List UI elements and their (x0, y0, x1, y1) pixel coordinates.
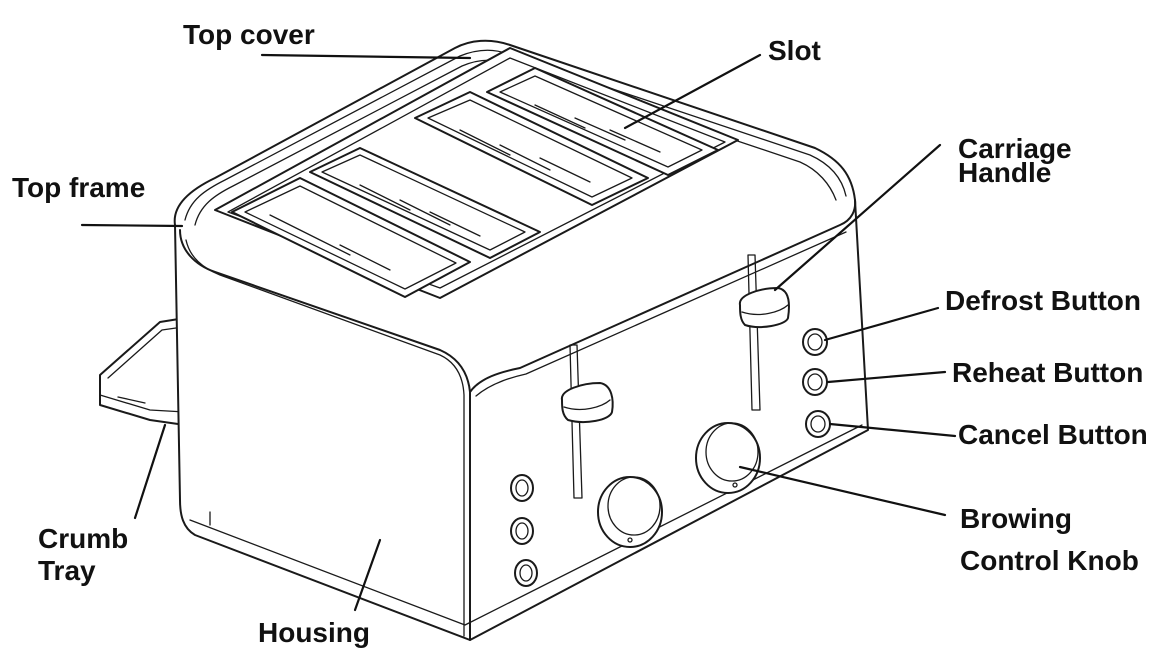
leader-reheat (826, 370, 947, 384)
label-top-cover: Top cover (183, 19, 315, 50)
leader-carriage-handle (773, 143, 942, 292)
carriage-handle-left (560, 344, 614, 499)
leader-browning-knob (738, 465, 947, 517)
label-reheat-button: Reheat Button (952, 357, 1143, 388)
label-browing: Browing (960, 503, 1072, 534)
label-slot: Slot (768, 35, 821, 66)
leader-housing (353, 538, 382, 612)
leader-lines (80, 53, 957, 612)
label-cancel-button: Cancel Button (958, 419, 1148, 450)
label-top-frame: Top frame (12, 172, 145, 203)
leader-top-cover (260, 53, 472, 60)
label-crumb: Crumb (38, 523, 128, 554)
leader-cancel (828, 422, 957, 438)
leader-top-frame (80, 223, 184, 228)
browning-knob-left (597, 476, 663, 548)
labels: Top cover Slot Carriage Handle Top frame… (12, 19, 1148, 648)
label-tray: Tray (38, 555, 96, 586)
label-defrost-button: Defrost Button (945, 285, 1141, 316)
browning-knob-right (695, 422, 761, 494)
right-buttons (802, 328, 831, 438)
leader-defrost (823, 306, 940, 342)
toaster-illustration (99, 39, 869, 641)
label-handle: Handle (958, 157, 1051, 188)
left-buttons (510, 474, 538, 587)
crumb-tray (99, 317, 186, 426)
carriage-handle-right (738, 254, 790, 411)
leader-slot (623, 53, 762, 130)
leader-crumb-tray (133, 423, 167, 520)
slots (231, 67, 719, 298)
label-control-knob: Control Knob (960, 545, 1139, 576)
label-carriage: Carriage (958, 133, 1072, 164)
label-housing: Housing (258, 617, 370, 648)
